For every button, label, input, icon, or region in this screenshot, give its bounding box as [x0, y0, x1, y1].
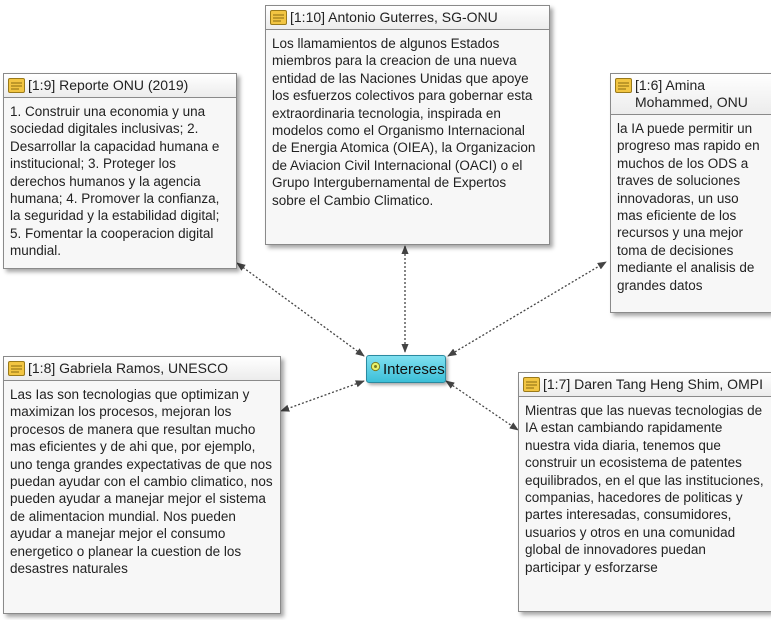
quote-body: Los llamamientos de algunos Estados miem…: [272, 36, 536, 208]
quotation-document-icon: [523, 377, 540, 392]
quote-node-amina-mohammed[interactable]: [1:6] Amina Mohammed, ONU la IA puede pe…: [610, 73, 771, 313]
quote-header: [1:6] Amina Mohammed, ONU: [611, 74, 771, 115]
quote-node-daren-tang[interactable]: [1:7] Daren Tang Heng Shim, OMPI Mientra…: [518, 372, 771, 612]
code-node-icon: [370, 361, 381, 371]
quote-title: [1:10] Antonio Guterres, SG-ONU: [290, 9, 498, 25]
quote-node-reporte-onu[interactable]: [1:9] Reporte ONU (2019) 1. Construir un…: [3, 73, 237, 269]
quotation-document-icon: [8, 78, 25, 93]
edge-center-to-gabriela-ramos: [280, 380, 365, 412]
quote-header: [1:8] Gabriela Ramos, UNESCO: [4, 357, 280, 381]
edge-center-to-reporte-onu: [236, 262, 365, 357]
code-node-intereses[interactable]: Intereses: [366, 355, 446, 383]
quote-title: [1:7] Daren Tang Heng Shim, OMPI: [543, 376, 763, 392]
quote-node-gabriela-ramos[interactable]: [1:8] Gabriela Ramos, UNESCO Las Ias son…: [3, 356, 281, 614]
edge-center-to-amina-mohammed: [447, 261, 607, 357]
quote-body: la IA puede permitir un progreso mas rap…: [617, 121, 760, 293]
quote-header: [1:7] Daren Tang Heng Shim, OMPI: [519, 373, 771, 397]
quote-title: [1:6] Amina Mohammed, ONU: [635, 77, 748, 110]
quote-title: [1:9] Reporte ONU (2019): [28, 77, 189, 93]
quote-header: [1:9] Reporte ONU (2019): [4, 74, 236, 98]
quote-body: Mientras que las nuevas tecnologias de I…: [525, 403, 764, 575]
quotation-document-icon: [615, 78, 632, 93]
edge-center-to-daren-tang: [445, 380, 519, 431]
quote-body: Las Ias son tecnologias que optimizan y …: [10, 387, 273, 577]
quote-header: [1:10] Antonio Guterres, SG-ONU: [266, 6, 549, 30]
quote-body: 1. Construir una economia y una sociedad…: [10, 104, 220, 259]
code-node-label: Intereses: [383, 360, 445, 378]
quotation-document-icon: [270, 10, 287, 25]
quote-title: [1:8] Gabriela Ramos, UNESCO: [28, 360, 228, 376]
quotation-document-icon: [8, 361, 25, 376]
quote-node-guterres[interactable]: [1:10] Antonio Guterres, SG-ONU Los llam…: [265, 5, 550, 245]
